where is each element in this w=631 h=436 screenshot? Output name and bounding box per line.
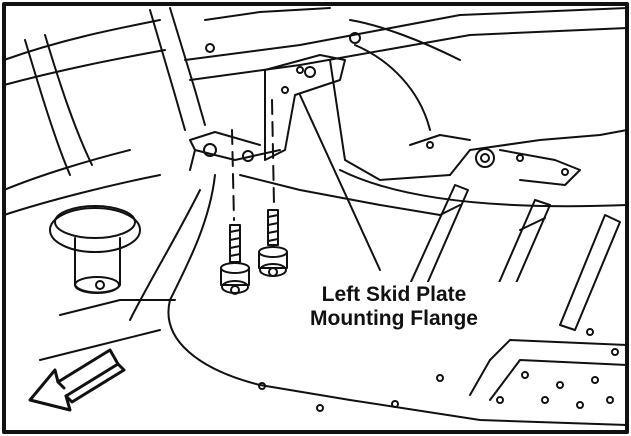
plate-holes [258, 328, 619, 412]
callout-line-2: Mounting Flange [310, 307, 478, 330]
callout-leader-line [299, 94, 381, 271]
crossmember [184, 7, 628, 181]
bolt-right [258, 209, 288, 277]
body-mount [49, 205, 141, 294]
mounting-bracket [189, 54, 346, 171]
bolt-left [220, 224, 250, 295]
lower-plate [469, 339, 628, 409]
callout-label: Left Skid Plate Mounting Flange [262, 282, 526, 332]
right-bracket [409, 134, 581, 186]
bolt-alignment-lines [231, 99, 275, 221]
body-panel [3, 7, 206, 216]
skid-plate [39, 169, 628, 426]
callout-line-1: Left Skid Plate [321, 283, 467, 306]
front-direction-arrow-icon [28, 348, 126, 412]
